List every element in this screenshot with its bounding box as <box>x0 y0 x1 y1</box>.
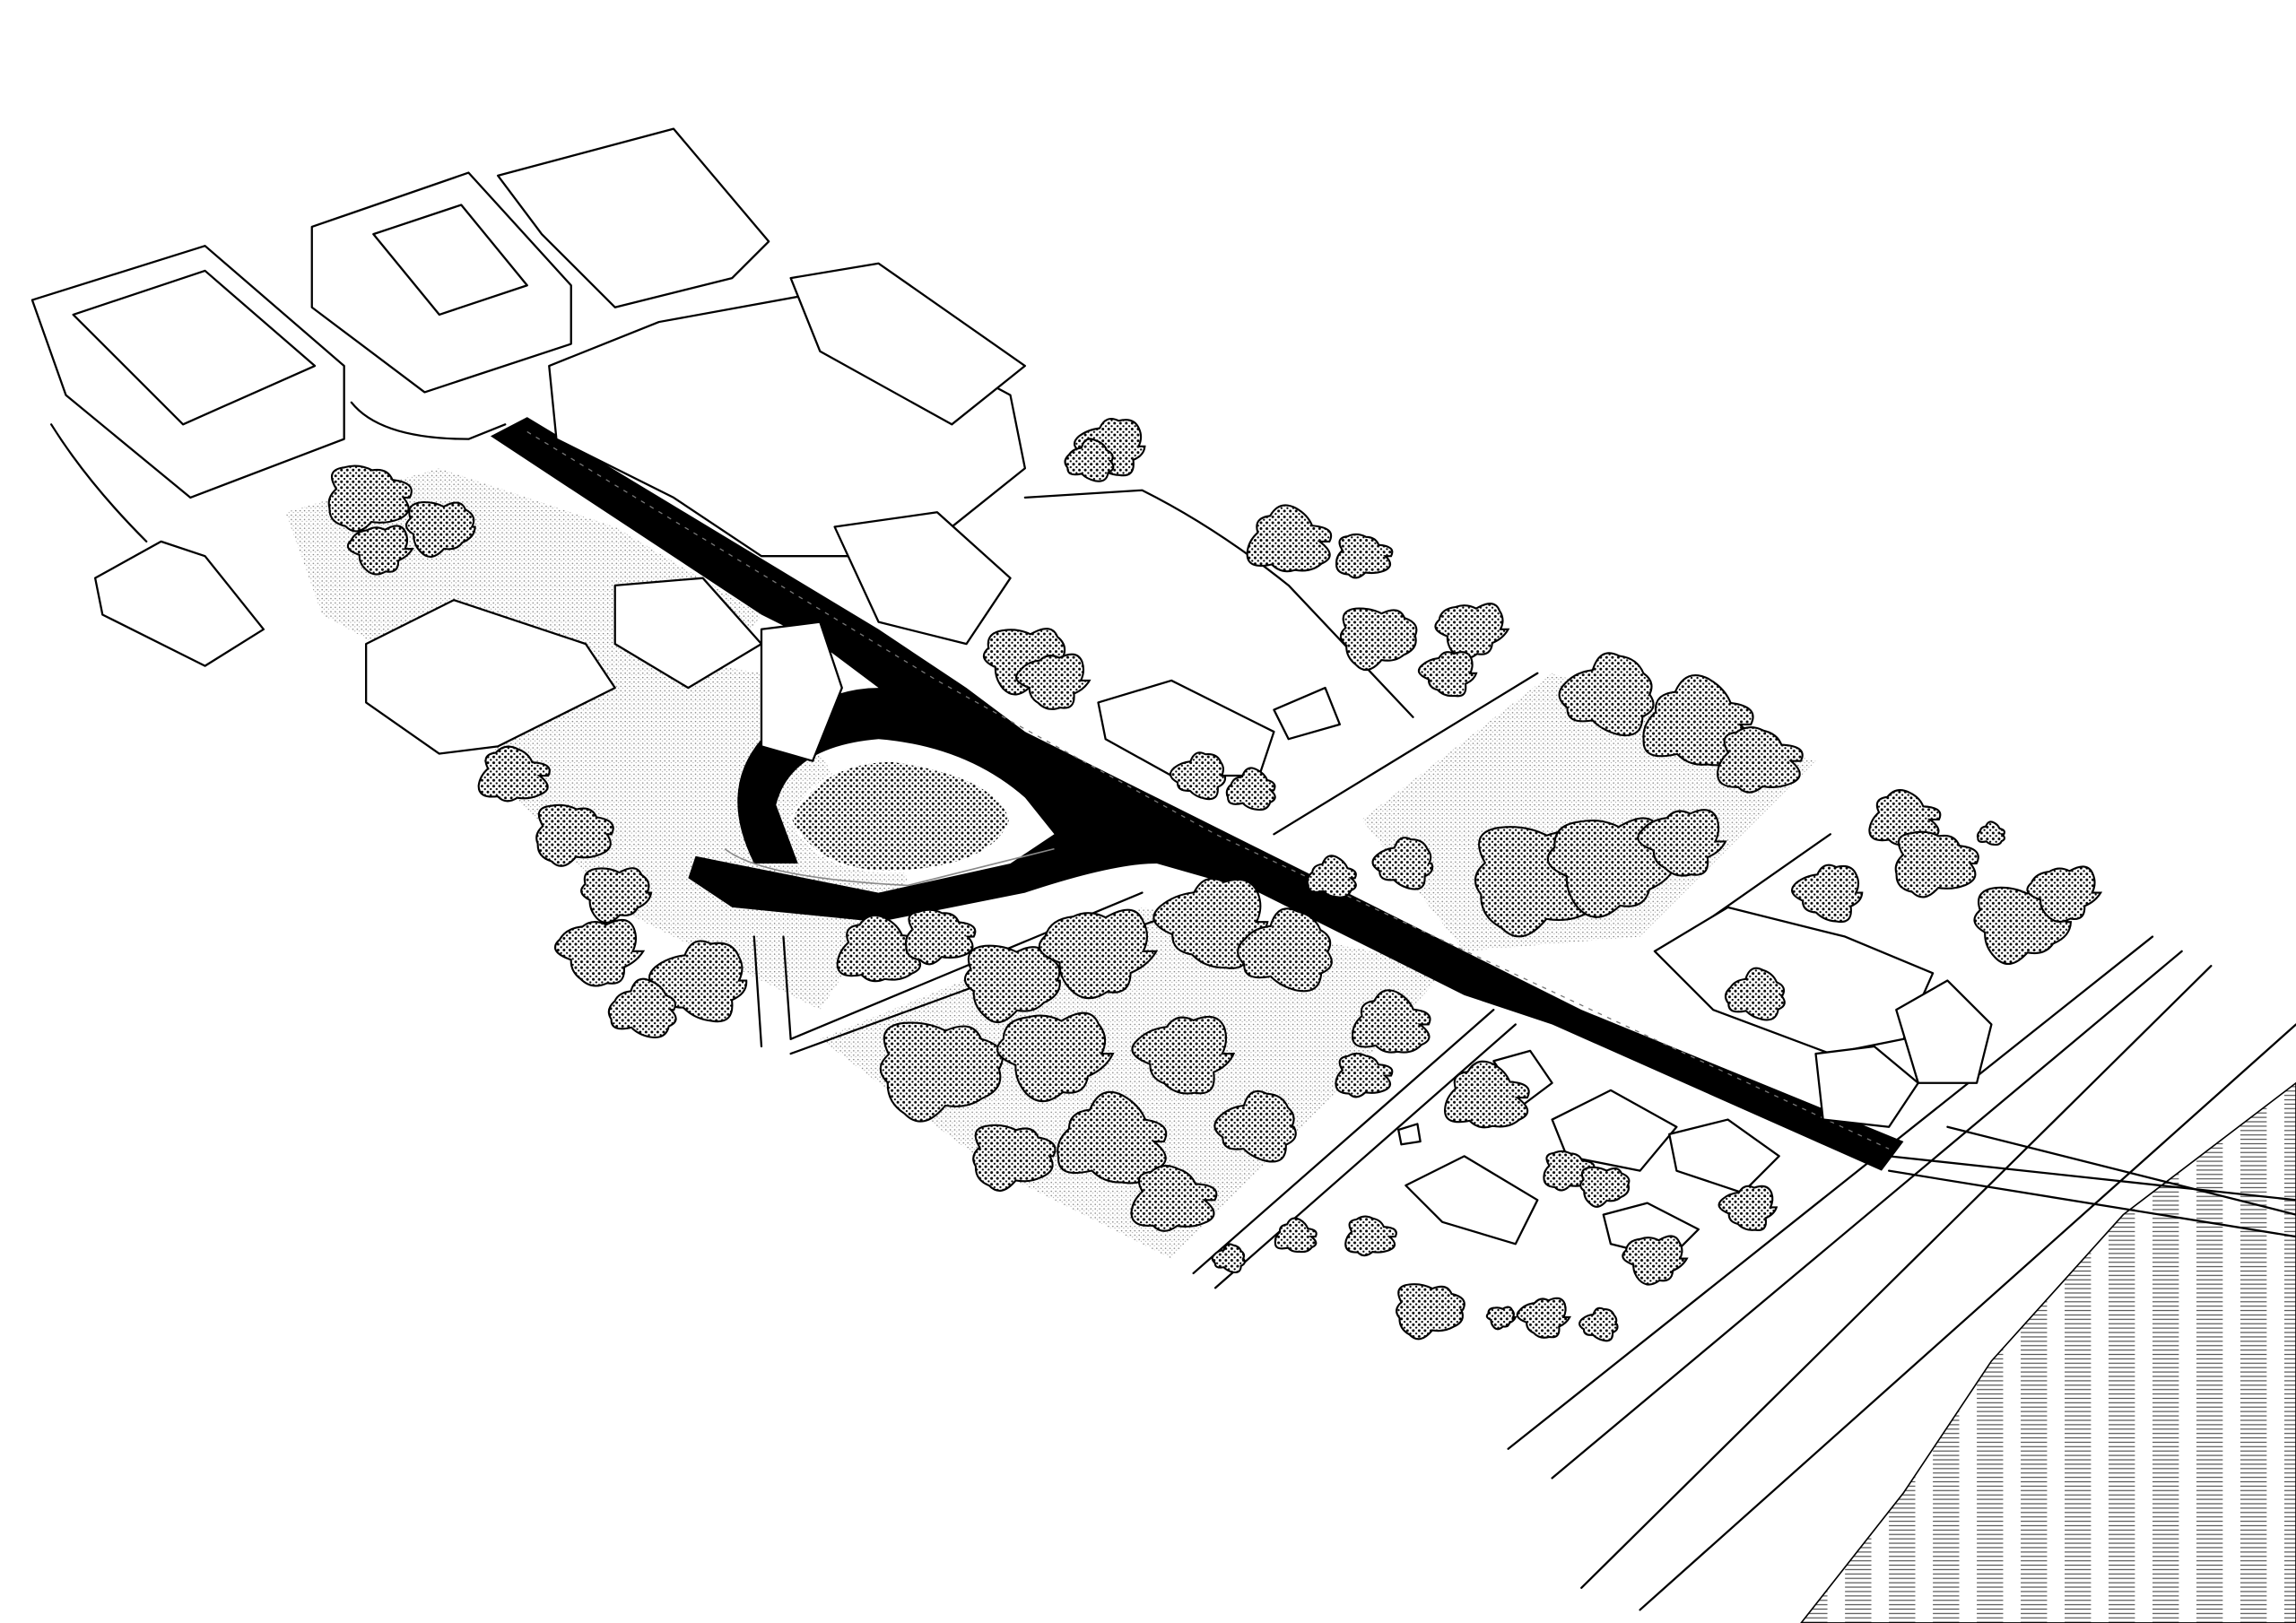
tree-canopy <box>1717 726 1804 794</box>
tree-canopy <box>580 867 653 924</box>
tree-canopy <box>1213 1089 1297 1163</box>
tree-canopy <box>1622 1235 1689 1286</box>
tree-canopy <box>1578 1306 1619 1342</box>
tree-canopy <box>1894 830 1979 898</box>
tree-canopy <box>996 1011 1115 1103</box>
tree-canopy <box>1724 967 1786 1021</box>
tree-canopy <box>1246 504 1333 573</box>
tree-canopy <box>1485 1306 1518 1331</box>
tree-canopy <box>879 1021 1004 1123</box>
tree-canopy <box>1335 533 1394 579</box>
tree-canopy <box>1976 820 2006 846</box>
tree-canopy <box>1417 651 1478 698</box>
tree-canopy <box>1516 1297 1571 1339</box>
tree-canopy <box>1791 864 1864 924</box>
tree-canopy <box>963 944 1061 1023</box>
buildings <box>30 127 1993 1260</box>
tree-canopy <box>607 977 677 1039</box>
tree-canopy <box>1274 1217 1318 1254</box>
tree-canopy <box>2026 865 2103 923</box>
tree-canopy <box>1335 1052 1394 1098</box>
trees <box>327 418 2103 1342</box>
tree-canopy <box>1371 837 1434 890</box>
tree-canopy <box>1237 907 1333 993</box>
tree-canopy <box>1169 751 1227 801</box>
tree-canopy <box>1579 1166 1631 1208</box>
tree-canopy <box>1344 1215 1397 1257</box>
tree-canopy <box>972 1124 1057 1192</box>
tree-canopy <box>1038 908 1159 1000</box>
tree-canopy <box>1558 652 1655 737</box>
tree-canopy <box>1444 1060 1530 1129</box>
road <box>490 417 1904 1171</box>
tree-canopy <box>1130 1165 1218 1232</box>
tree-canopy <box>904 908 977 966</box>
tree-canopy <box>1014 653 1091 710</box>
tree-canopy <box>1352 989 1431 1054</box>
tree-canopy <box>1225 767 1276 812</box>
tree-canopy <box>553 918 646 987</box>
river <box>1800 1081 2296 1623</box>
tree-canopy <box>346 525 414 576</box>
tree-canopy <box>1718 1185 1779 1232</box>
tree-canopy <box>1434 603 1510 660</box>
tree-canopy <box>1211 1243 1246 1274</box>
tree-canopy <box>1064 438 1115 482</box>
tree-canopy <box>1306 855 1357 898</box>
tree-canopy <box>327 464 413 533</box>
tree-canopy <box>1396 1283 1465 1341</box>
tree-canopy <box>477 745 551 803</box>
tree-canopy <box>836 914 923 983</box>
tree-canopy <box>535 803 614 867</box>
tree-canopy <box>405 500 476 558</box>
tree-canopy <box>1637 809 1727 877</box>
tree-canopy <box>1131 1015 1236 1095</box>
tree-canopy <box>1339 607 1418 672</box>
